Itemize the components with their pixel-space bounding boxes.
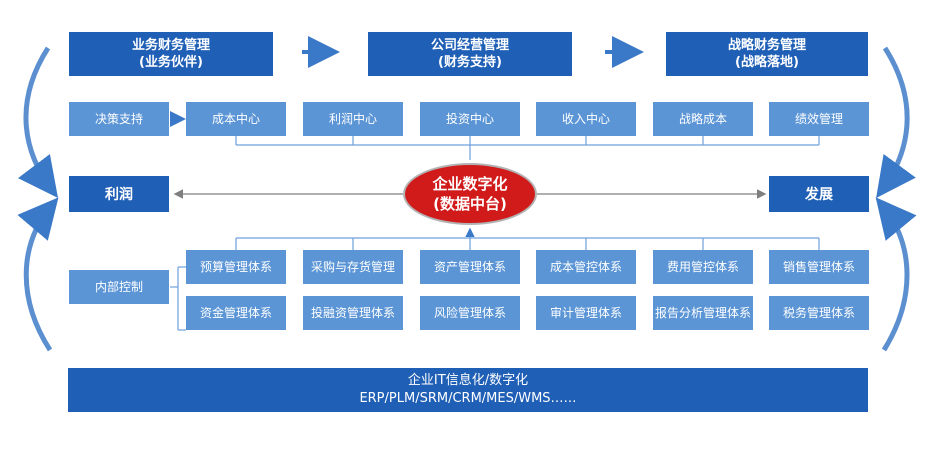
center-box: 绩效管理 — [769, 102, 869, 136]
system-box: 报告分析管理体系 — [653, 296, 753, 330]
system-box: 投融资管理体系 — [303, 296, 403, 330]
internal-control-bracket — [170, 266, 186, 331]
system-box: 费用管控体系 — [653, 250, 753, 284]
system-box: 资金管理体系 — [186, 296, 286, 330]
curve-right-upper — [876, 46, 916, 199]
top-box-line1: 业务财务管理 — [131, 38, 210, 53]
center-box: 收入中心 — [536, 102, 636, 136]
system-box: 预算管理体系 — [186, 250, 286, 284]
top-box-line1: 战略财务管理 — [727, 38, 806, 53]
top-box-line1: 公司经营管理 — [430, 38, 509, 53]
upper-connector — [235, 136, 820, 160]
it-foundation-bar: 企业IT信息化/数字化 ERP/PLM/SRM/CRM/MES/WMS…… — [68, 368, 868, 412]
core-line1: 企业数字化 — [432, 175, 508, 193]
profit-box: 利润 — [69, 176, 169, 212]
system-box: 税务管理体系 — [769, 296, 869, 330]
decision-support-box: 决策支持 — [69, 102, 169, 136]
development-box: 发展 — [769, 176, 869, 212]
top-box-business-finance: 业务财务管理 (业务伙伴) — [69, 32, 273, 76]
core-line2: (数据中台) — [433, 195, 507, 213]
system-box: 销售管理体系 — [769, 250, 869, 284]
system-box: 审计管理体系 — [536, 296, 636, 330]
top-box-line2: (战略落地) — [735, 55, 799, 70]
top-box-line2: (财务支持) — [438, 55, 502, 70]
curve-right-lower — [875, 197, 917, 352]
system-box: 采购与存货管理 — [303, 250, 403, 284]
internal-control-box: 内部控制 — [69, 270, 169, 304]
core-ellipse: 企业数字化 (数据中台) — [403, 163, 537, 225]
top-box-operations: 公司经营管理 (财务支持) — [368, 32, 572, 76]
curve-left-lower — [17, 197, 59, 352]
it-line1: 企业IT信息化/数字化 — [407, 373, 529, 388]
center-box: 投资中心 — [420, 102, 520, 136]
it-line2: ERP/PLM/SRM/CRM/MES/WMS…… — [359, 391, 577, 406]
curve-left-upper — [17, 46, 59, 198]
lower-connector — [235, 227, 820, 250]
center-box: 战略成本 — [653, 102, 753, 136]
system-box: 风险管理体系 — [420, 296, 520, 330]
top-box-line2: (业务伙伴) — [139, 55, 203, 70]
system-box: 成本管控体系 — [536, 250, 636, 284]
center-box: 成本中心 — [186, 102, 286, 136]
system-box: 资产管理体系 — [420, 250, 520, 284]
top-box-strategy: 战略财务管理 (战略落地) — [666, 32, 868, 76]
center-box: 利润中心 — [303, 102, 403, 136]
